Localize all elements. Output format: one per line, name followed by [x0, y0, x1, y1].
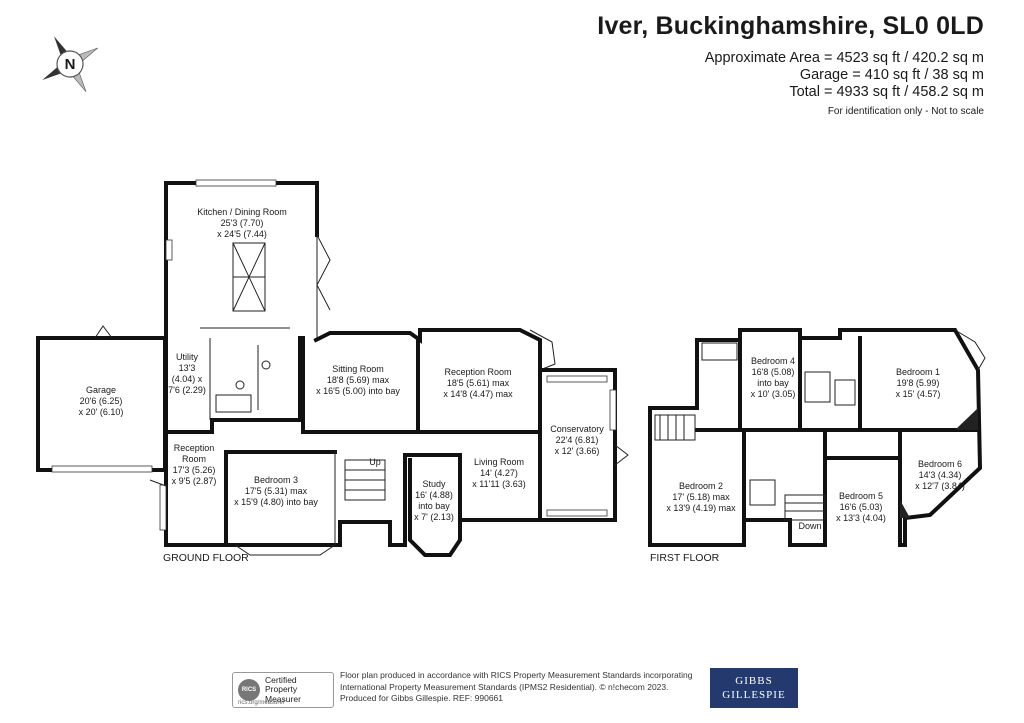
svg-text:(4.04) x: (4.04) x — [172, 374, 203, 384]
compass-icon: N — [42, 36, 98, 92]
svg-text:x 15'9 (4.80) into bay: x 15'9 (4.80) into bay — [234, 497, 318, 507]
footer-disclaimer: Floor plan produced in accordance with R… — [340, 670, 700, 705]
svg-text:14'3 (4.34): 14'3 (4.34) — [919, 470, 962, 480]
svg-text:Bedroom 2: Bedroom 2 — [679, 481, 723, 491]
conservatory-walls — [538, 368, 617, 522]
svg-text:x 16'5 (5.00) into bay: x 16'5 (5.00) into bay — [316, 386, 400, 396]
svg-text:Kitchen / Dining Room: Kitchen / Dining Room — [197, 207, 287, 217]
svg-text:x 9'5 (2.87): x 9'5 (2.87) — [172, 476, 217, 486]
svg-text:16' (4.88): 16' (4.88) — [415, 490, 453, 500]
svg-text:x 13'3 (4.04): x 13'3 (4.04) — [836, 513, 886, 523]
room-label-bedroom-6: Bedroom 6 14'3 (4.34) x 12'7 (3.84) — [915, 459, 965, 491]
svg-text:25'3 (7.70): 25'3 (7.70) — [221, 218, 264, 228]
svg-text:Bedroom 5: Bedroom 5 — [839, 491, 883, 501]
footer-line-1: Floor plan produced in accordance with R… — [340, 670, 693, 680]
room-label-reception-room-2: Reception Room 17'3 (5.26) x 9'5 (2.87) — [172, 443, 217, 486]
svg-text:13'3: 13'3 — [179, 363, 196, 373]
svg-text:Sitting Room: Sitting Room — [332, 364, 384, 374]
svg-text:Room: Room — [182, 454, 206, 464]
svg-text:into bay: into bay — [418, 501, 450, 511]
garage-area: Garage = 410 sq ft / 38 sq m — [799, 67, 984, 83]
compass-letter: N — [65, 56, 76, 73]
agency-logo: GIBBS GILLESPIE — [710, 668, 798, 708]
svg-text:22'4 (6.81): 22'4 (6.81) — [556, 435, 599, 445]
brand-line-1: GIBBS — [735, 675, 773, 687]
svg-text:17'5 (5.31) max: 17'5 (5.31) max — [245, 486, 308, 496]
svg-text:Reception: Reception — [174, 443, 215, 453]
svg-text:Reception Room: Reception Room — [444, 367, 511, 377]
room-label-bedroom-1: Bedroom 1 19'8 (5.99) x 15' (4.57) — [896, 367, 941, 399]
stairs-down-label: Down — [798, 521, 821, 531]
svg-text:x 20' (6.10): x 20' (6.10) — [79, 407, 124, 417]
svg-text:x 14'8 (4.47) max: x 14'8 (4.47) max — [443, 389, 513, 399]
rics-text-line-1: Certified — [265, 674, 297, 685]
svg-text:17'3 (5.26): 17'3 (5.26) — [173, 465, 216, 475]
room-label-bedroom-5: Bedroom 5 16'6 (5.03) x 13'3 (4.04) — [836, 491, 886, 523]
footer-line-2: International Property Measurement Stand… — [340, 681, 669, 692]
svg-text:16'6 (5.03): 16'6 (5.03) — [840, 502, 883, 512]
stairs-up-label: Up — [369, 457, 381, 467]
first-floor-plan — [648, 328, 986, 547]
room-label-reception-room-1: Reception Room 18'5 (5.61) max x 14'8 (4… — [443, 367, 513, 399]
svg-text:x 13'9 (4.19) max: x 13'9 (4.19) max — [666, 503, 736, 513]
svg-text:Living Room: Living Room — [474, 457, 524, 467]
rics-url: rics.org/measurer — [238, 700, 285, 706]
svg-text:Bedroom 6: Bedroom 6 — [918, 459, 962, 469]
svg-text:x 12' (3.66): x 12' (3.66) — [555, 446, 600, 456]
total-area: Total = 4933 sq ft / 458.2 sq m — [789, 84, 984, 100]
room-label-garage: Garage 20'6 (6.25) x 20' (6.10) — [79, 385, 124, 417]
svg-text:Bedroom 1: Bedroom 1 — [896, 367, 940, 377]
rics-text-line-3: Measurer — [265, 693, 301, 704]
ground-floor-label: GROUND FLOOR — [163, 552, 249, 564]
brand-line-2: GILLESPIE — [722, 689, 786, 701]
page-title: Iver, Buckinghamshire, SL0 0LD — [597, 12, 984, 40]
identification-note: For identification only - Not to scale — [827, 106, 984, 117]
svg-text:Bedroom 3: Bedroom 3 — [254, 475, 298, 485]
svg-text:Garage: Garage — [86, 385, 116, 395]
svg-text:18'5 (5.61) max: 18'5 (5.61) max — [447, 378, 510, 388]
svg-text:17' (5.18) max: 17' (5.18) max — [672, 492, 730, 502]
svg-text:into bay: into bay — [757, 378, 789, 388]
rics-logo-icon: RICS — [238, 679, 260, 701]
svg-text:x 10' (3.05): x 10' (3.05) — [751, 389, 796, 399]
svg-text:Utility: Utility — [176, 352, 198, 362]
svg-text:x 11'11 (3.63): x 11'11 (3.63) — [472, 479, 525, 489]
first-floor-label: FIRST FLOOR — [650, 552, 720, 564]
room-label-utility: Utility 13'3 (4.04) x 7'6 (2.29) — [168, 352, 206, 395]
svg-text:x 24'5 (7.44): x 24'5 (7.44) — [217, 229, 267, 239]
svg-text:Study: Study — [422, 479, 446, 489]
footer-line-3: Produced for Gibbs Gillespie. REF: 99066… — [340, 693, 504, 703]
room-label-sitting-room: Sitting Room 18'8 (5.69) max x 16'5 (5.0… — [316, 364, 400, 396]
svg-text:x 7' (2.13): x 7' (2.13) — [414, 512, 454, 522]
ground-floor-plan — [36, 179, 629, 557]
room-label-bedroom-3: Bedroom 3 17'5 (5.31) max x 15'9 (4.80) … — [234, 475, 318, 507]
approximate-area: Approximate Area = 4523 sq ft / 420.2 sq… — [704, 50, 984, 66]
room-label-study: Study 16' (4.88) into bay x 7' (2.13) — [414, 479, 454, 522]
svg-text:Bedroom 4: Bedroom 4 — [751, 356, 795, 366]
svg-text:Conservatory: Conservatory — [550, 424, 604, 434]
svg-text:x 12'7 (3.84): x 12'7 (3.84) — [915, 481, 965, 491]
room-label-kitchen: Kitchen / Dining Room 25'3 (7.70) x 24'5… — [197, 207, 287, 239]
rics-certification-badge: RICS Certified Property Measurer rics.or… — [232, 672, 334, 708]
svg-text:7'6 (2.29): 7'6 (2.29) — [168, 385, 206, 395]
svg-text:20'6 (6.25): 20'6 (6.25) — [80, 396, 123, 406]
room-label-bedroom-4: Bedroom 4 16'8 (5.08) into bay x 10' (3.… — [751, 356, 796, 399]
svg-text:16'8 (5.08): 16'8 (5.08) — [752, 367, 795, 377]
room-label-bedroom-2: Bedroom 2 17' (5.18) max x 13'9 (4.19) m… — [666, 481, 736, 513]
svg-text:18'8 (5.69) max: 18'8 (5.69) max — [327, 375, 390, 385]
rics-text-line-2: Property — [265, 684, 298, 695]
svg-text:14' (4.27): 14' (4.27) — [480, 468, 518, 478]
svg-text:x 15' (4.57): x 15' (4.57) — [896, 389, 941, 399]
svg-text:19'8 (5.99): 19'8 (5.99) — [897, 378, 940, 388]
room-label-conservatory: Conservatory 22'4 (6.81) x 12' (3.66) — [550, 424, 604, 456]
room-label-living-room: Living Room 14' (4.27) x 11'11 (3.63) — [472, 457, 525, 489]
